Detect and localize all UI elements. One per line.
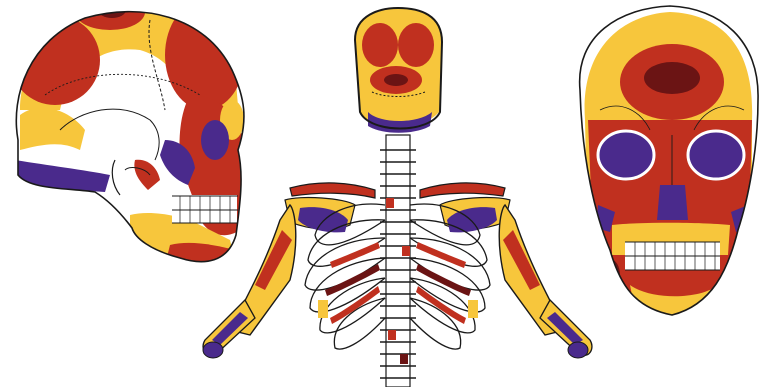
skull-lateral-color-map	[0, 0, 260, 280]
upper-skeleton-posterior-view	[203, 8, 592, 387]
dark-red-zone-vertex	[98, 2, 126, 18]
red-zone-parietal	[10, 15, 100, 105]
spine	[380, 135, 416, 387]
dark-red-zone-forehead	[644, 62, 700, 94]
skull-anterior-color-map	[570, 0, 770, 330]
left-clavicle	[290, 183, 375, 198]
dark-red-zone-occipital	[384, 74, 408, 86]
teeth-lateral	[172, 195, 237, 223]
skull-lateral-view	[0, 0, 260, 280]
red-zone-parietal-left	[362, 23, 398, 67]
purple-zone-right-orbit	[688, 131, 744, 179]
red-zone-parietal-right	[398, 23, 434, 67]
left-wrist	[203, 342, 223, 358]
purple-zone-orbit	[201, 120, 229, 160]
purple-zone-nasal	[657, 185, 688, 220]
right-wrist	[568, 342, 588, 358]
skull-anterior-view	[570, 0, 770, 330]
right-clavicle	[420, 183, 505, 198]
purple-zone-left-orbit	[598, 131, 654, 179]
skull-posterior	[355, 8, 442, 133]
red-zone-frontal	[165, 0, 245, 110]
